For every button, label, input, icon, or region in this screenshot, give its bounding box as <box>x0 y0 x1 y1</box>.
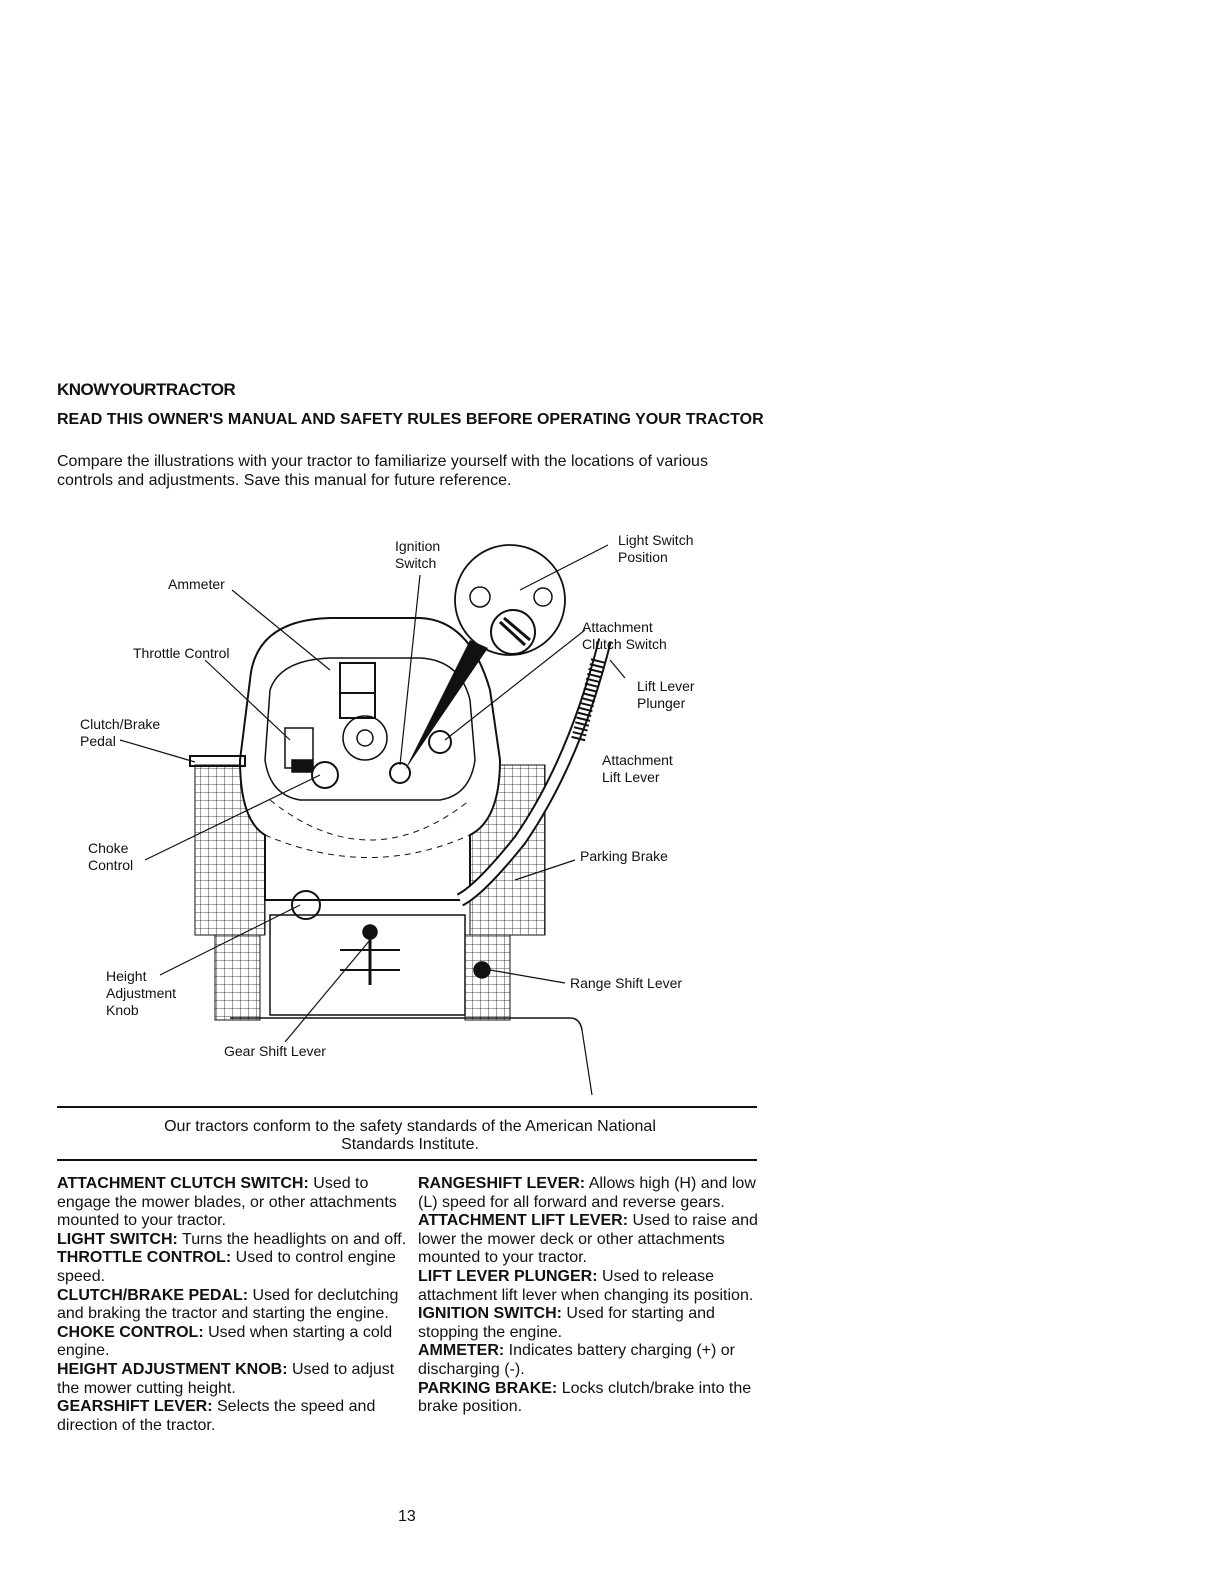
label-lift-lever-plunger: Lift Lever Plunger <box>637 678 695 711</box>
label-attachment-lift-lever: Attachment Lift Lever <box>602 752 673 785</box>
definition-term: RANGESHIFT LEVER: <box>418 1175 586 1192</box>
definition-term: CLUTCH/BRAKE PEDAL: <box>57 1286 249 1304</box>
definition-entry: LIFT LEVER PLUNGER: Used to release atta… <box>418 1268 773 1305</box>
definition-term: GEARSHIFT LEVER: <box>57 1398 213 1416</box>
definition-text: Used for declutching and braking the tra… <box>57 1286 399 1323</box>
safety-subheading: READ THIS OWNER'S MANUAL AND SAFETY RULE… <box>57 411 764 428</box>
label-clutch-brake-pedal: Clutch/Brake Pedal <box>80 716 161 749</box>
label-range-shift-lever: Range Shift Lever <box>570 975 683 991</box>
page-number: 13 <box>398 1508 416 1525</box>
definition-entry: CHOKE CONTROL: Used when starting a cold… <box>57 1324 412 1361</box>
definition-text: Indicates battery charging (+) or discha… <box>418 1342 735 1378</box>
bottom-rule <box>57 1159 757 1161</box>
definition-entry: CLUTCH/BRAKE PEDAL: Used for declutching… <box>57 1287 412 1324</box>
definition-text: Used when starting a cold engine. <box>57 1323 393 1360</box>
definition-text: Selects the speed and direction of the t… <box>57 1398 376 1434</box>
label-height-adjustment-knob: Height Adjustment Knob <box>106 968 177 1018</box>
intro-paragraph: Compare the illustrations with your trac… <box>57 453 708 489</box>
definition-entry: PARKING BRAKE: Locks clutch/brake into t… <box>418 1380 773 1417</box>
definition-entry: THROTTLE CONTROL: Used to control engine… <box>57 1249 412 1286</box>
definition-entry: AMMETER: Indicates battery charging (+) … <box>418 1342 773 1379</box>
conformance-note: Our tractors conform to the safety stand… <box>164 1118 656 1153</box>
definition-entry: IGNITION SWITCH: Used for starting and s… <box>418 1305 773 1342</box>
definition-term: PARKING BRAKE: <box>418 1379 558 1397</box>
definition-term: ATTACHMENT LIFT LEVER: <box>418 1212 629 1230</box>
definition-term: LIGHT SWITCH: <box>57 1230 178 1248</box>
definition-term: IGNITION SWITCH: <box>418 1305 562 1323</box>
definition-entry: GEARSHIFT LEVER: Selects the speed and d… <box>57 1398 412 1435</box>
label-gear-shift-lever: Gear Shift Lever <box>224 1043 326 1059</box>
definition-term: THROTTLE CONTROL: <box>57 1249 232 1267</box>
definition-text: Used to control engine speed. <box>57 1249 396 1285</box>
definition-text: Used to engage the mower blades, or othe… <box>57 1175 397 1230</box>
definition-term: LIFT LEVER PLUNGER: <box>418 1267 598 1285</box>
definitions-right-column: RANGESHIFT LEVER: Allows high (H) and lo… <box>418 1175 773 1417</box>
definition-text: Used to raise and lower the mower deck o… <box>418 1212 758 1267</box>
section-heading: KNOWYOURTRACTOR <box>57 380 236 399</box>
label-attachment-clutch-switch: Attachment Clutch Switch <box>582 619 667 652</box>
definition-text: Allows high (H) and low (L) speed for al… <box>418 1175 756 1211</box>
definition-entry: LIGHT SWITCH: Turns the headlights on an… <box>57 1231 412 1250</box>
definition-entry: RANGESHIFT LEVER: Allows high (H) and lo… <box>418 1175 773 1212</box>
label-light-switch: Light Switch Position <box>618 532 694 565</box>
tractor-controls-diagram <box>119 544 626 1096</box>
definition-entry: HEIGHT ADJUSTMENT KNOB: Used to adjust t… <box>57 1361 412 1398</box>
definition-text: Locks clutch/brake into the brake positi… <box>418 1379 752 1416</box>
definition-text: Used for starting and stopping the engin… <box>418 1305 715 1341</box>
label-parking-brake: Parking Brake <box>580 848 668 864</box>
label-throttle-control: Throttle Control <box>133 645 230 661</box>
definition-term: ATTACHMENT CLUTCH SWITCH: <box>57 1175 309 1192</box>
definition-text: Used to adjust the mower cutting height. <box>57 1360 395 1397</box>
definitions-left-column: ATTACHMENT CLUTCH SWITCH: Used to engage… <box>57 1175 412 1435</box>
label-choke-control: Choke Control <box>88 840 134 873</box>
definition-term: CHOKE CONTROL: <box>57 1323 204 1341</box>
label-ammeter: Ammeter <box>168 576 225 592</box>
definition-text: Turns the headlights on and off. <box>177 1230 407 1248</box>
definition-term: AMMETER: <box>418 1342 505 1360</box>
definition-entry: ATTACHMENT CLUTCH SWITCH: Used to engage… <box>57 1175 412 1231</box>
definition-entry: ATTACHMENT LIFT LEVER: Used to raise and… <box>418 1212 773 1268</box>
label-ignition-switch: Ignition Switch <box>395 538 441 571</box>
definition-text: Used to release attachment lift lever wh… <box>418 1267 754 1304</box>
definition-term: HEIGHT ADJUSTMENT KNOB: <box>57 1360 288 1378</box>
top-rule <box>57 1106 757 1108</box>
